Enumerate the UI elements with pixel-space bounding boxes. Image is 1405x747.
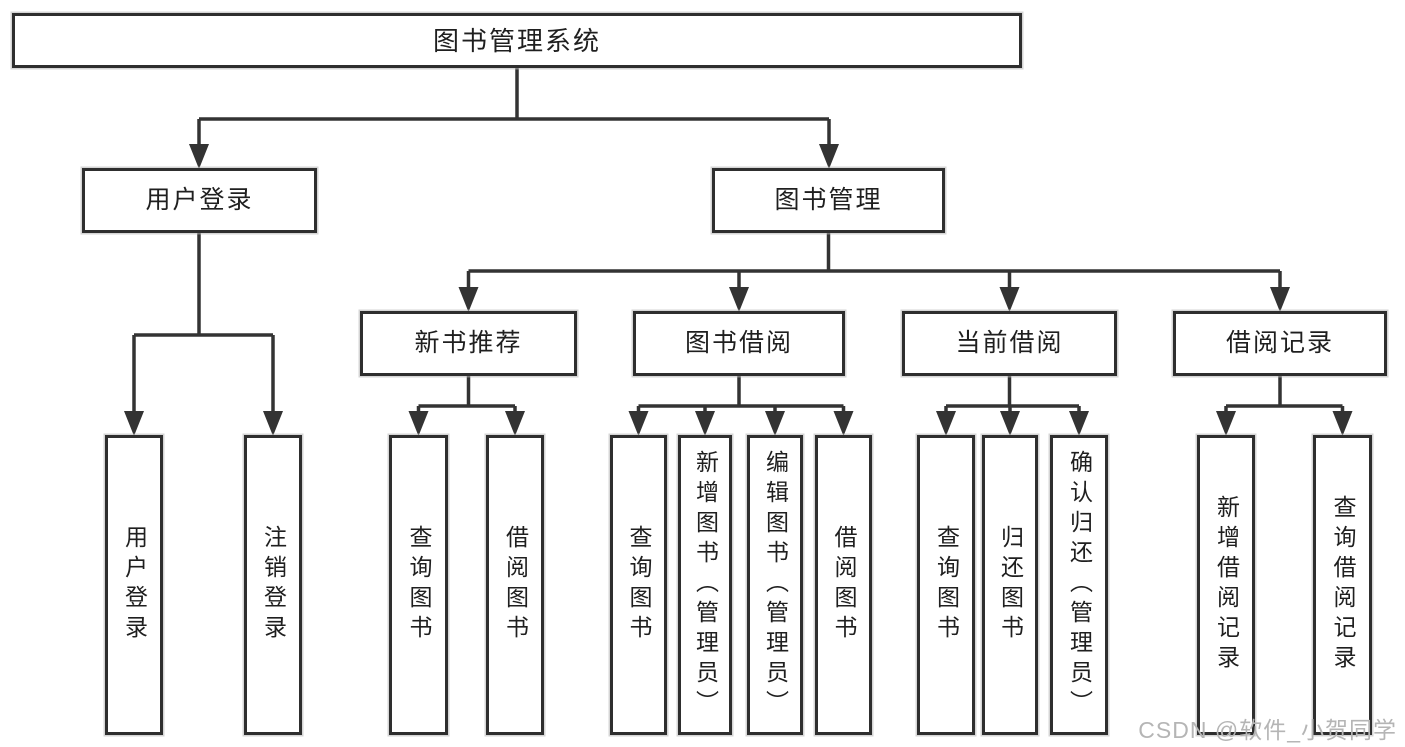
arrowhead — [819, 144, 839, 169]
branch-new-book-recommend — [416, 376, 517, 413]
branch-root — [197, 68, 831, 146]
leaf-query-borrow-record: 查询借阅记录 — [1313, 435, 1372, 735]
leaf-label: 查询图书 — [933, 525, 960, 645]
arrowhead — [628, 411, 649, 436]
leaf-query-books-current: 查询图书 — [917, 435, 975, 735]
branch-current-borrowing — [944, 376, 1081, 413]
node-label: 图书借阅 — [684, 329, 793, 357]
leaf-borrow-books-recommend: 借阅图书 — [486, 435, 544, 735]
node-label: 当前借阅 — [955, 329, 1064, 357]
node-library-management-system: 图书管理系统 — [12, 13, 1022, 68]
arrowhead — [408, 411, 429, 436]
node-label: 用户登录 — [145, 186, 254, 214]
node-borrowing-records: 借阅记录 — [1173, 311, 1387, 376]
leaf-label: 用户登录 — [121, 525, 148, 645]
leaf-add-book-admin: 新增图书（管理员） — [678, 435, 732, 735]
node-book-management: 图书管理 — [712, 168, 945, 233]
arrowhead — [833, 411, 854, 436]
branch-user-login — [132, 233, 275, 413]
leaf-label: 借阅图书 — [831, 525, 857, 645]
arrowhead — [765, 411, 785, 436]
leaf-label: 注销登录 — [260, 525, 287, 645]
leaf-query-books-recommend: 查询图书 — [389, 435, 448, 735]
arrowhead — [1270, 287, 1290, 312]
arrowhead — [1000, 411, 1020, 436]
node-current-borrowing: 当前借阅 — [902, 311, 1117, 376]
branch-book-borrowing — [636, 376, 846, 413]
leaf-logout: 注销登录 — [244, 435, 302, 735]
node-new-book-recommend: 新书推荐 — [360, 311, 577, 376]
leaf-label: 借阅图书 — [502, 525, 529, 645]
leaf-user-login: 用户登录 — [105, 435, 163, 735]
leaf-add-borrow-record: 新增借阅记录 — [1197, 435, 1255, 735]
arrowhead — [729, 287, 749, 312]
node-label: 新书推荐 — [414, 329, 523, 357]
arrowhead — [1069, 411, 1089, 436]
node-user-login: 用户登录 — [82, 168, 317, 233]
branch-borrowing-records — [1224, 376, 1345, 413]
leaf-edit-book-admin: 编辑图书（管理员） — [747, 435, 803, 735]
leaf-borrow-books-borrowing: 借阅图书 — [815, 435, 872, 735]
node-label: 图书管理 — [774, 186, 883, 214]
csdn-watermark: CSDN @软件_小贺同学 — [1138, 717, 1397, 743]
arrowheads — [124, 144, 1353, 436]
arrowhead — [695, 411, 715, 436]
arrowhead — [124, 411, 144, 436]
arrowhead — [1216, 411, 1236, 436]
leaf-label: 编辑图书（管理员） — [762, 450, 789, 720]
arrowhead — [263, 411, 283, 436]
node-book-borrowing: 图书借阅 — [633, 311, 845, 376]
leaf-label: 新增借阅记录 — [1213, 495, 1240, 675]
leaf-label: 查询图书 — [626, 525, 652, 645]
leaf-label: 确认归还（管理员） — [1066, 450, 1093, 720]
arrowhead — [505, 411, 525, 436]
leaf-confirm-return-admin: 确认归还（管理员） — [1050, 435, 1108, 735]
arrowhead — [936, 411, 956, 436]
node-label: 图书管理系统 — [432, 25, 601, 56]
arrowhead — [189, 144, 209, 169]
leaf-label: 查询图书 — [406, 525, 432, 645]
arrowhead — [1332, 411, 1353, 436]
arrowhead — [458, 287, 479, 312]
leaf-label: 归还图书 — [997, 525, 1024, 645]
branch-book-management — [466, 233, 1282, 289]
leaf-label: 新增图书（管理员） — [692, 450, 719, 720]
arrowhead — [999, 287, 1020, 312]
leaf-label: 查询借阅记录 — [1330, 495, 1356, 675]
leaf-return-books: 归还图书 — [982, 435, 1038, 735]
leaf-query-books-borrowing: 查询图书 — [610, 435, 667, 735]
node-label: 借阅记录 — [1225, 329, 1334, 357]
